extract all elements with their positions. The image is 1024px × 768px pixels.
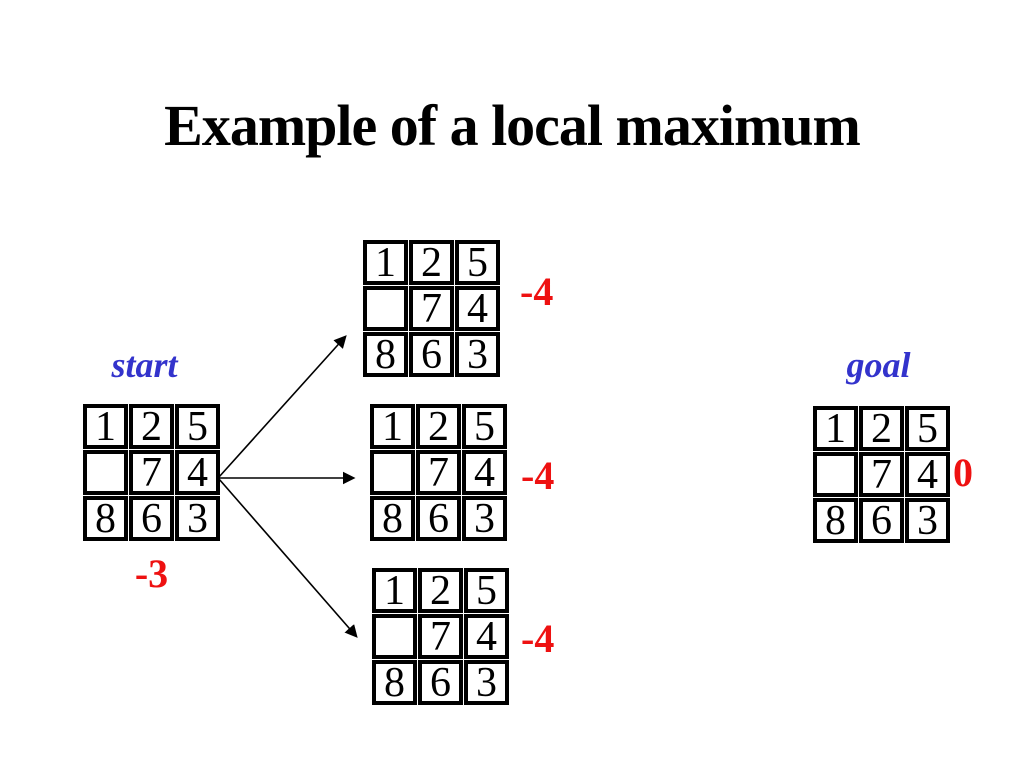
puzzle-cell: 5 (464, 568, 509, 613)
puzzle-cell: 6 (409, 332, 454, 377)
goal-heuristic-value: 0 (953, 450, 973, 495)
puzzle-cell: 2 (416, 404, 461, 449)
puzzle-cell: 3 (175, 496, 220, 541)
puzzle-cell: 4 (464, 614, 509, 659)
slide-title: Example of a local maximum (164, 93, 861, 158)
puzzle-cell: 7 (129, 450, 174, 495)
puzzle-cell-empty (813, 452, 858, 497)
puzzle-cell: 8 (363, 332, 408, 377)
successor-heuristic-value-middle: -4 (521, 453, 555, 498)
start-heuristic-value: -3 (134, 551, 169, 596)
start-puzzle-grid: 1 2 5 7 4 8 6 3 (83, 404, 220, 541)
puzzle-cell: 2 (859, 406, 904, 451)
puzzle-cell: 4 (455, 286, 500, 331)
successor-heuristic-value-top: -4 (520, 269, 554, 314)
puzzle-cell-empty (363, 286, 408, 331)
puzzle-cell: 4 (905, 452, 950, 497)
puzzle-cell: 7 (409, 286, 454, 331)
puzzle-cell: 1 (813, 406, 858, 451)
successor-grid-bottom: 1 2 5 7 4 8 6 3 (372, 568, 509, 705)
puzzle-cell: 2 (409, 240, 454, 285)
puzzle-cell: 1 (372, 568, 417, 613)
puzzle-cell: 4 (175, 450, 220, 495)
start-label: start (111, 345, 178, 385)
successor-heuristic-value-bottom: -4 (521, 616, 555, 661)
puzzle-cell: 8 (83, 496, 128, 541)
puzzle-cell: 7 (416, 450, 461, 495)
puzzle-cell: 4 (462, 450, 507, 495)
successor-grid-top: 1 2 5 7 4 8 6 3 (363, 240, 500, 377)
puzzle-cell: 5 (905, 406, 950, 451)
puzzle-cell: 2 (129, 404, 174, 449)
puzzle-cell: 1 (370, 404, 415, 449)
puzzle-cell: 3 (905, 498, 950, 543)
puzzle-cell-empty (372, 614, 417, 659)
puzzle-cell-empty (83, 450, 128, 495)
puzzle-cell-empty (370, 450, 415, 495)
puzzle-cell: 7 (418, 614, 463, 659)
puzzle-cell: 6 (129, 496, 174, 541)
puzzle-cell: 3 (464, 660, 509, 705)
arrow-to-bottom-successor (218, 478, 358, 638)
puzzle-cell: 8 (372, 660, 417, 705)
puzzle-cell: 1 (83, 404, 128, 449)
goal-label: goal (846, 345, 911, 385)
puzzle-cell: 6 (859, 498, 904, 543)
arrow-to-top-successor (218, 335, 347, 478)
puzzle-cell: 6 (418, 660, 463, 705)
puzzle-cell: 8 (813, 498, 858, 543)
puzzle-cell: 5 (175, 404, 220, 449)
goal-puzzle-grid: 1 2 5 7 4 8 6 3 (813, 406, 950, 543)
puzzle-cell: 8 (370, 496, 415, 541)
puzzle-cell: 2 (418, 568, 463, 613)
puzzle-cell: 6 (416, 496, 461, 541)
puzzle-cell: 3 (462, 496, 507, 541)
puzzle-cell: 3 (455, 332, 500, 377)
puzzle-cell: 1 (363, 240, 408, 285)
successor-grid-middle: 1 2 5 7 4 8 6 3 (370, 404, 507, 541)
puzzle-cell: 7 (859, 452, 904, 497)
puzzle-cell: 5 (455, 240, 500, 285)
puzzle-cell: 5 (462, 404, 507, 449)
